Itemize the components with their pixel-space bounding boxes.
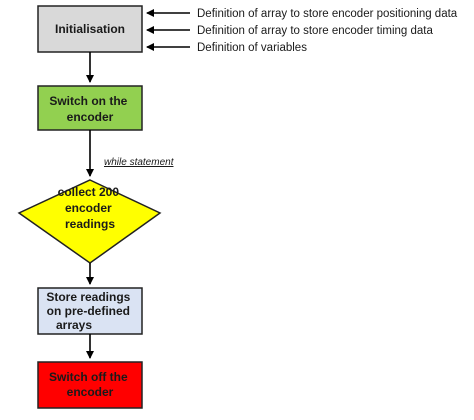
switch-off-line-1: Switch off the: [49, 370, 128, 384]
store-line-2: on pre-defined: [47, 304, 130, 318]
store-readings-box: [37, 287, 143, 335]
collect-line-3: readings: [65, 217, 115, 231]
collect-line-1: collect 200: [58, 185, 120, 199]
note-variables: Definition of variables: [197, 42, 307, 54]
collect-line-2: encoder: [65, 201, 112, 215]
while-statement-label: while statement: [104, 157, 175, 168]
switch-off-label: Switch off the encoder: [49, 370, 131, 399]
note-timing-data: Definition of array to store encoder tim…: [197, 25, 433, 37]
collect-label: collect 200 encoder readings: [58, 185, 123, 231]
note-positioning-data: Definition of array to store encoder pos…: [197, 8, 458, 20]
initialisation-label: Initialisation: [55, 22, 125, 36]
switch-on-label: Switch on the encoder: [49, 94, 130, 124]
store-readings-label: Store readings on pre-defined arrays: [46, 290, 133, 332]
store-line-3: arrays: [56, 318, 92, 332]
store-line-1: Store readings: [46, 290, 130, 304]
initialisation-box: [37, 5, 143, 53]
switch-on-line-2: encoder: [67, 110, 114, 124]
switch-off-box: [37, 361, 143, 409]
switch-off-line-2: encoder: [67, 385, 114, 399]
switch-on-box: [37, 85, 143, 131]
switch-on-line-1: Switch on the: [49, 94, 127, 108]
